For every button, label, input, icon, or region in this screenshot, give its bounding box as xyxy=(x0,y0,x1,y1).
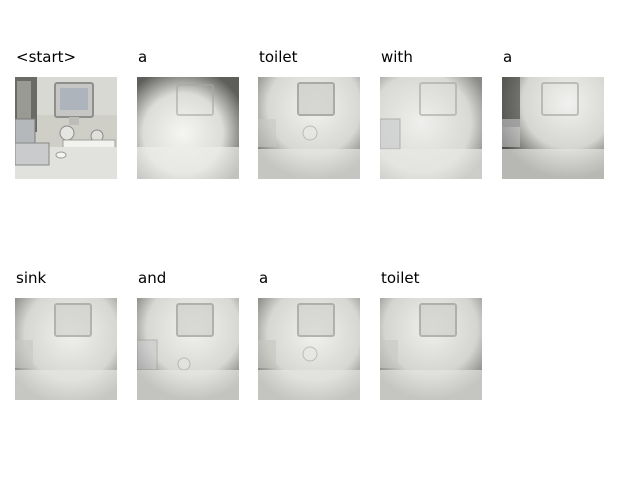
attention-overlay xyxy=(258,298,360,400)
frame-word: a xyxy=(503,48,513,66)
frame-word: toilet xyxy=(259,48,298,66)
attention-overlay xyxy=(137,298,239,400)
frame-word: a xyxy=(259,269,269,287)
attention-overlay xyxy=(15,298,117,400)
attention-overlay xyxy=(502,77,604,179)
frame-word: sink xyxy=(16,269,47,287)
frame-word: and xyxy=(138,269,167,287)
attention-overlay xyxy=(380,77,482,179)
frame-word: with xyxy=(381,48,413,66)
attention-overlay xyxy=(258,77,360,179)
attention-overlay xyxy=(380,298,482,400)
original-photo xyxy=(15,77,117,179)
frame-word: a xyxy=(138,48,148,66)
frame-word: <start> xyxy=(16,48,77,66)
attention-overlay xyxy=(137,77,239,179)
frame-word: toilet xyxy=(381,269,420,287)
